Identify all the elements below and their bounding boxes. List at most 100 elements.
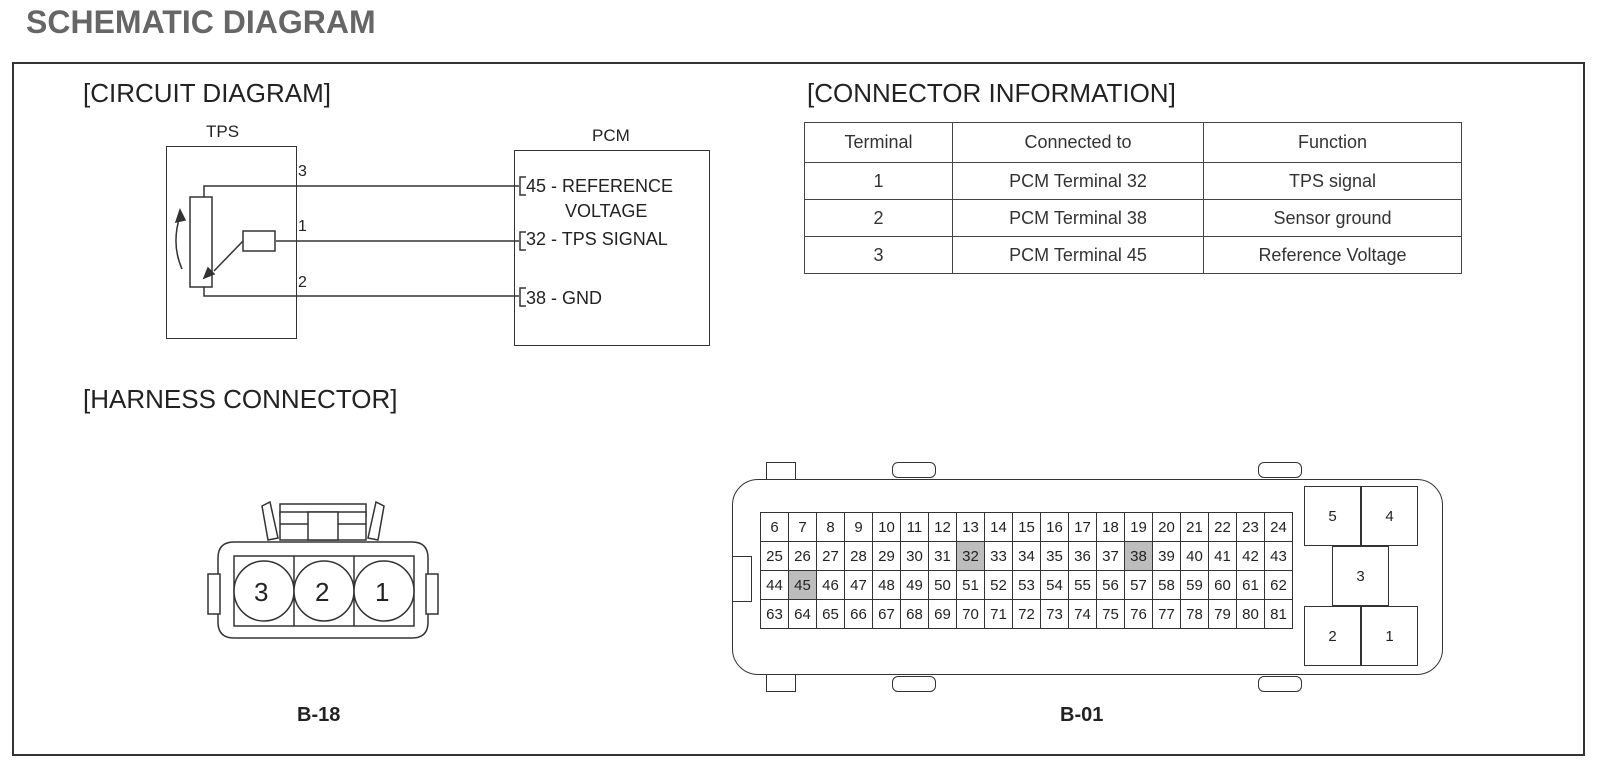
potentiometer-wiper-block [242,230,276,252]
b01-pin-cell: 62 [1264,570,1293,600]
b01-side-key [732,556,752,602]
b01-pin-cell: 22 [1208,512,1237,542]
b01-pin-cell: 54 [1040,570,1069,600]
b01-pin-cell: 39 [1152,541,1181,571]
b01-tab [892,462,936,478]
b01-pin-cell: 60 [1208,570,1237,600]
pcm-label: PCM [592,126,630,145]
b01-tab [766,674,796,692]
b01-pin-cell: 73 [1040,599,1069,629]
b01-pin-cell: 79 [1208,599,1237,629]
b01-pin-cell: 23 [1236,512,1265,542]
b01-big-pin-4: 4 [1361,486,1418,546]
b01-pin-cell: 13 [956,512,985,542]
b18-connector-drawing [207,500,439,639]
b01-pin-cell: 56 [1096,570,1125,600]
pcm-terminal-38-label: 38 - GND [526,288,603,308]
b01-pin-cell: 15 [1012,512,1041,542]
table-row: 3 PCM Terminal 45 Reference Voltage [804,236,1462,274]
b01-pin-cell: 18 [1096,512,1125,542]
b01-pin-cell: 44 [760,570,789,600]
b01-big-pin-1: 1 [1361,606,1418,666]
table-header-connected-to: Connected to [952,122,1204,163]
b01-pin-cell: 74 [1068,599,1097,629]
table-cell: PCM Terminal 38 [952,199,1204,237]
b01-pin-cell: 50 [928,570,957,600]
b01-pin-cell: 36 [1068,541,1097,571]
circuit-diagram-title: [CIRCUIT DIAGRAM] [83,78,331,108]
table-header-function: Function [1203,122,1462,163]
b01-pin-cell: 75 [1096,599,1125,629]
b01-pin-cell: 64 [788,599,817,629]
b18-pin-1: 1 [375,577,390,607]
wire-reference-voltage [203,185,519,197]
b01-pin-cell: 16 [1040,512,1069,542]
b01-pin-cell: 8 [816,512,845,542]
b01-pin-cell: 49 [900,570,929,600]
b01-pin-cell: 12 [928,512,957,542]
b01-pin-cell: 78 [1180,599,1209,629]
b01-tab [766,462,796,482]
circuit-wires [174,176,526,307]
pcm-terminal-45-label: 45 - REFERENCE [526,176,674,196]
b01-pin-cell: 14 [984,512,1013,542]
b01-pin-cell: 46 [816,570,845,600]
tps-label: TPS [206,122,240,141]
b01-pin-cell: 11 [900,512,929,542]
b01-pin-cell: 71 [984,599,1013,629]
b01-pin-cell: 51 [956,570,985,600]
b01-pin-cell: 26 [788,541,817,571]
b01-pin-cell: 37 [1096,541,1125,571]
b01-pin-cell: 81 [1264,599,1293,629]
b01-pin-cell: 42 [1236,541,1265,571]
b01-pin-cell: 65 [816,599,845,629]
b01-pin-cell: 58 [1152,570,1181,600]
connector-information-table: Terminal Connected to Function 1 PCM Ter… [804,122,1462,274]
b01-pin-cell: 32 [956,541,985,571]
tps-pin-3-label: 3 [298,163,307,180]
b01-pin-cell: 29 [872,541,901,571]
b01-pin-cell: 69 [928,599,957,629]
b01-big-pin-5: 5 [1304,486,1361,546]
tps-pin-1-label: 1 [298,218,307,235]
b01-pin-cell: 7 [788,512,817,542]
pcm-box [514,150,710,346]
b01-pin-cell: 21 [1180,512,1209,542]
b01-pin-cell: 55 [1068,570,1097,600]
potentiometer-resistor [189,196,213,288]
pcm-terminal-32-label: 32 - TPS SIGNAL [526,229,668,249]
b01-pin-cell: 57 [1124,570,1153,600]
table-cell: 3 [804,236,953,274]
table-cell: 2 [804,199,953,237]
table-header-terminal: Terminal [804,122,953,163]
b01-pin-cell: 38 [1124,541,1153,571]
harness-connector-title: [HARNESS CONNECTOR] [83,384,398,414]
b01-pin-cell: 63 [760,599,789,629]
b01-pin-cell: 9 [844,512,873,542]
b01-connector-label: B-01 [1060,704,1104,726]
table-cell: PCM Terminal 45 [952,236,1204,274]
b01-pin-cell: 70 [956,599,985,629]
b01-pin-cell: 52 [984,570,1013,600]
table-row: 2 PCM Terminal 38 Sensor ground [804,199,1462,237]
b01-big-pin-2: 2 [1304,606,1361,666]
b01-pin-cell: 80 [1236,599,1265,629]
b01-pin-cell: 76 [1124,599,1153,629]
b18-connector-label: B-18 [297,704,341,726]
b01-pin-cell: 45 [788,570,817,600]
b01-pin-cell: 77 [1152,599,1181,629]
b01-pin-cell: 35 [1040,541,1069,571]
b01-pin-cell: 66 [844,599,873,629]
rotation-arrow [175,215,183,270]
b01-tab [892,676,936,692]
b01-pin-cell: 41 [1208,541,1237,571]
b01-pin-cell: 25 [760,541,789,571]
diagram-frame: [CIRCUIT DIAGRAM] [CONNECTOR INFORMATION… [12,62,1585,756]
b01-pin-cell: 61 [1236,570,1265,600]
b01-pin-cell: 53 [1012,570,1041,600]
b18-pin-3: 3 [254,577,269,607]
